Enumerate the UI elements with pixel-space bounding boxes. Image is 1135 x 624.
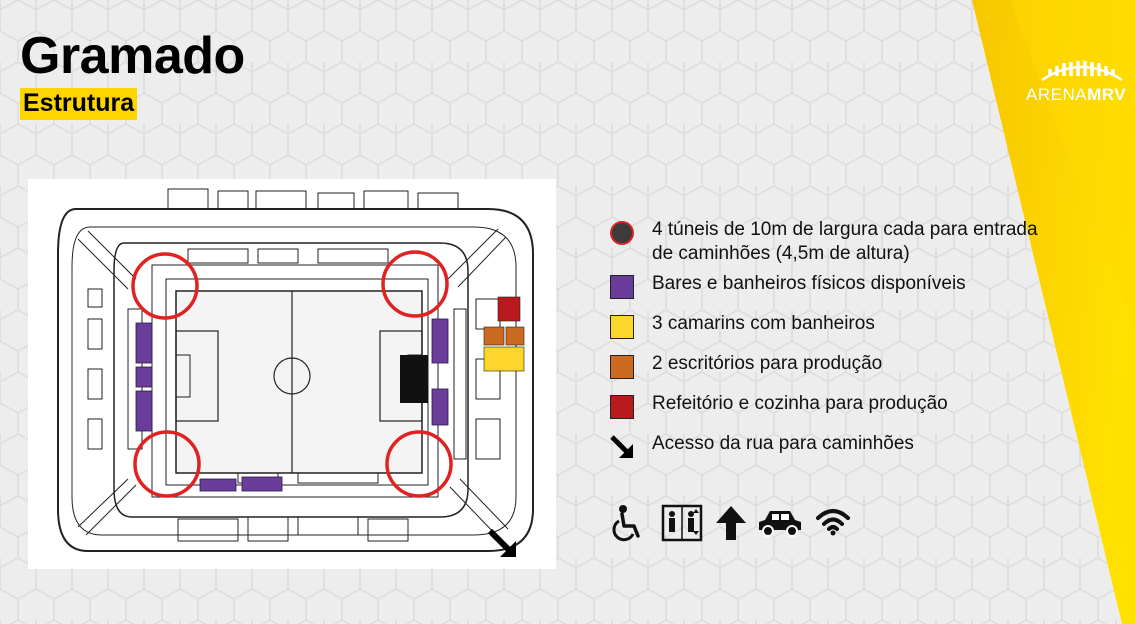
legend: 4 túneis de 10m de largura cada para ent… [610,218,1050,459]
stadium-arches-icon [1041,61,1123,82]
legend-item-cafeteria: Refeitório e cozinha para produção [610,392,1050,419]
orange-square-icon [610,355,634,379]
office-area-2 [505,326,525,346]
arrow-up-icon [715,504,747,547]
logo-text: ARENAMRV [1026,85,1127,104]
purple-square-icon [610,275,634,299]
page-title: Gramado [20,27,245,85]
legend-item-dressing-rooms: 3 camarins com banheiros [610,312,1050,339]
wifi-icon [815,504,851,547]
dressing-rooms-area [483,346,525,372]
page-subtitle: Estrutura [20,88,138,120]
wheelchair-icon [611,504,645,547]
stadium-floor-plan [28,179,556,569]
red-square-icon [610,395,634,419]
legend-item-tunnels: 4 túneis de 10m de largura cada para ent… [610,218,1050,266]
bars-and-restrooms-areas [135,318,449,492]
legend-item-truck-access: Acesso da rua para caminhões [610,432,1050,459]
tunnel-circle-icon [610,221,634,245]
diagonal-arrow-icon [610,435,634,459]
office-area-1 [483,326,505,346]
stage-block [400,355,428,403]
tunnel-markers [131,250,453,498]
legend-item-bars: Bares e banheiros físicos disponíveis [610,272,1050,299]
arena-mrv-logo: ARENAMRV [1024,56,1135,106]
car-icon [755,504,805,547]
truck-access-arrow [487,528,516,557]
elevator-icon [661,504,703,547]
legend-item-offices: 2 escritórios para produção [610,352,1050,379]
yellow-square-icon [610,315,634,339]
cafeteria-area [497,296,521,322]
